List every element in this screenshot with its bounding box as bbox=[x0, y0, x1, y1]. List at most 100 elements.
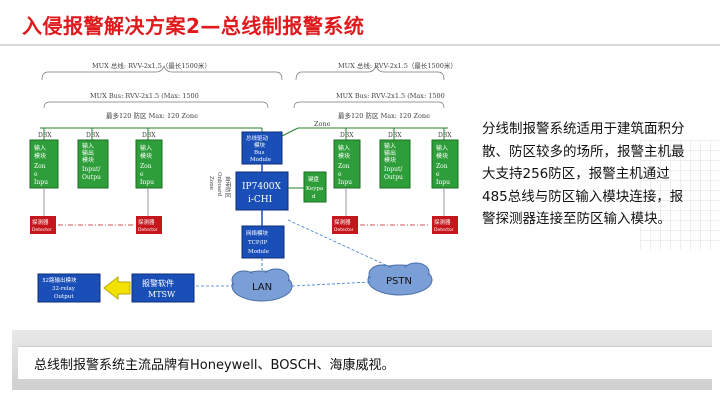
detector-1: 探测器 Detector bbox=[30, 216, 56, 234]
svg-text:探测器: 探测器 bbox=[32, 218, 49, 226]
svg-text:Inpu: Inpu bbox=[436, 179, 450, 186]
svg-text:Detector: Detector bbox=[334, 227, 354, 233]
bus-inner-right bbox=[293, 101, 445, 109]
description-text: 分线制报警系统适用于建筑面积分散、防区较多的场所，报警主机最大支持256防区，报… bbox=[482, 121, 685, 227]
bus-inner-left bbox=[43, 101, 269, 109]
svg-text:Outpu: Outpu bbox=[384, 174, 403, 181]
svg-text:输入: 输入 bbox=[384, 142, 396, 150]
svg-text:自带防区: 自带防区 bbox=[224, 176, 232, 199]
dbx-io-module-2: DBX 输入 输出 模块 Input/ Outpu bbox=[379, 128, 411, 189]
svg-text:e: e bbox=[338, 171, 342, 178]
svg-text:Module: Module bbox=[250, 157, 271, 163]
svg-text:报警软件: 报警软件 bbox=[142, 278, 174, 288]
svg-text:模块: 模块 bbox=[436, 152, 448, 160]
svg-text:模块: 模块 bbox=[140, 152, 152, 160]
svg-text:输出: 输出 bbox=[384, 149, 396, 157]
svg-text:32路输出模块: 32路输出模块 bbox=[42, 276, 77, 284]
svg-text:输出: 输出 bbox=[82, 149, 94, 157]
svg-text:探测器: 探测器 bbox=[138, 218, 155, 226]
svg-text:DBX: DBX bbox=[388, 132, 402, 139]
svg-text:Zone: Zone bbox=[314, 120, 331, 128]
footer-band bbox=[18, 346, 712, 379]
dbx-input-module-4: DBX 输入 模块 Zon e Inpu bbox=[431, 128, 459, 189]
footer-text: 总线制报警系统主流品牌有Honeywell、BOSCH、海康威视。 bbox=[34, 358, 395, 373]
arrow-software-to-relay bbox=[103, 275, 131, 301]
svg-text:输入: 输入 bbox=[436, 144, 448, 152]
bus-alarm-diagram: MUX 总线: RVV-2x1.5（最长1500米） MUX 总线: RVV-2… bbox=[29, 61, 459, 303]
bus-en-right: MUX Bus: RVV-2x1.5 (Max: 1500 bbox=[336, 92, 445, 100]
svg-text:DBX: DBX bbox=[86, 132, 100, 139]
svg-text:模块: 模块 bbox=[34, 152, 46, 160]
alarm-host: IP7400X i-CHI bbox=[235, 171, 289, 211]
svg-text:最多120 防区 Max: 120 Zone: 最多120 防区 Max: 120 Zone bbox=[338, 111, 430, 120]
bus-brace-left bbox=[41, 64, 283, 81]
keypad: 键盘 Keypa d bbox=[303, 171, 327, 203]
detector-4: 探测器 Detector bbox=[432, 216, 458, 234]
grid-decoration bbox=[640, 140, 720, 250]
bus-brace-right bbox=[295, 64, 445, 81]
svg-text:输入: 输入 bbox=[34, 144, 46, 152]
svg-text:32-relay: 32-relay bbox=[52, 286, 76, 292]
svg-text:Outpu: Outpu bbox=[82, 174, 101, 181]
svg-text:LAN: LAN bbox=[252, 282, 272, 293]
svg-text:探测器: 探测器 bbox=[434, 218, 451, 226]
detector-2: 探测器 Detector bbox=[136, 216, 162, 234]
lan-cloud: LAN bbox=[231, 268, 293, 302]
svg-text:模块: 模块 bbox=[254, 141, 266, 149]
svg-text:Inpu: Inpu bbox=[338, 179, 352, 186]
svg-text:模块: 模块 bbox=[338, 152, 350, 160]
svg-text:MTSW: MTSW bbox=[148, 290, 176, 299]
svg-text:Zone: Zone bbox=[208, 176, 214, 190]
dbx-input-module-1: DBX 输入 模块 Zon e Inpu bbox=[29, 128, 59, 189]
svg-text:Module: Module bbox=[248, 249, 269, 255]
svg-text:Zon: Zon bbox=[34, 163, 46, 170]
svg-text:输入: 输入 bbox=[82, 142, 94, 150]
slide-title: 入侵报警解决方案2—总线制报警系统 bbox=[22, 14, 365, 38]
pstn-cloud: PSTN bbox=[367, 262, 433, 296]
svg-text:模块: 模块 bbox=[82, 156, 94, 164]
svg-text:e: e bbox=[34, 171, 38, 178]
svg-text:Bus: Bus bbox=[254, 150, 265, 156]
svg-text:Keypa: Keypa bbox=[306, 186, 324, 192]
relay-output-module: 32路输出模块 32-relay Output bbox=[37, 273, 101, 303]
svg-text:Inpu: Inpu bbox=[34, 179, 48, 186]
detector-3: 探测器 Detector bbox=[332, 216, 358, 234]
svg-text:d: d bbox=[312, 194, 316, 200]
svg-text:DBX: DBX bbox=[38, 132, 52, 139]
bus-en-left: MUX Bus: RVV-2x1.5 (Max: 1500 bbox=[90, 92, 199, 100]
svg-text:e: e bbox=[140, 171, 144, 178]
svg-text:最多120 防区 Max: 120 Zone: 最多120 防区 Max: 120 Zone bbox=[106, 111, 198, 120]
svg-text:DBX: DBX bbox=[142, 132, 156, 139]
dbx-io-module-1: DBX 输入 输出 模块 Input/ Outpu bbox=[77, 128, 109, 189]
svg-text:模块: 模块 bbox=[384, 156, 396, 164]
onboard-zone-label: 自带防区 Onboard Zone bbox=[208, 172, 232, 199]
svg-text:IP7400X: IP7400X bbox=[242, 182, 282, 192]
svg-text:PSTN: PSTN bbox=[386, 276, 412, 287]
svg-text:探测器: 探测器 bbox=[334, 218, 351, 226]
svg-text:Detector: Detector bbox=[434, 227, 454, 233]
svg-text:Inpu: Inpu bbox=[140, 179, 154, 186]
svg-text:Zon: Zon bbox=[338, 163, 350, 170]
bus-label-top-left: MUX 总线: RVV-2x1.5（最长1500米） bbox=[92, 61, 211, 70]
svg-text:Onboard: Onboard bbox=[216, 172, 222, 197]
svg-text:输入: 输入 bbox=[338, 144, 350, 152]
svg-text:Zon: Zon bbox=[436, 163, 448, 170]
svg-text:TCP/IP: TCP/IP bbox=[248, 240, 268, 246]
svg-text:键盘: 键盘 bbox=[308, 175, 320, 183]
svg-text:Output: Output bbox=[54, 294, 74, 300]
bus-label-top-right: MUX 总线: RVV-2x1.5（最长1500米） bbox=[338, 61, 457, 70]
network-module: 网络模块 TCP/IP Module bbox=[241, 225, 285, 259]
svg-text:Input/: Input/ bbox=[384, 166, 403, 173]
bus-driver-module: 总线驱动 模块 Bus Module bbox=[241, 131, 283, 165]
svg-text:Detector: Detector bbox=[32, 227, 52, 233]
svg-text:i-CHI: i-CHI bbox=[248, 195, 273, 205]
title-divider bbox=[0, 44, 720, 46]
svg-text:输入: 输入 bbox=[140, 144, 152, 152]
svg-text:网络模块: 网络模块 bbox=[246, 229, 269, 237]
svg-text:Detector: Detector bbox=[138, 227, 158, 233]
svg-text:e: e bbox=[436, 171, 440, 178]
svg-text:总线驱动: 总线驱动 bbox=[246, 134, 269, 142]
svg-text:Input/: Input/ bbox=[82, 166, 101, 173]
dbx-input-module-3: DBX 输入 模块 Zon e Inpu bbox=[333, 128, 361, 189]
